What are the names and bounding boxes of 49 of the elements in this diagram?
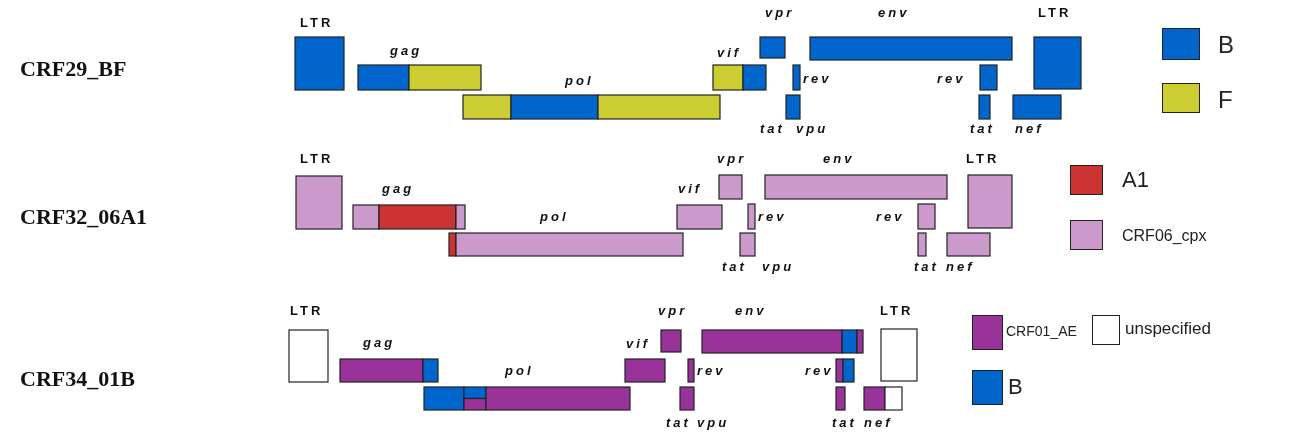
gene-label: tat xyxy=(722,260,747,273)
genome-name: CRF29_BF xyxy=(20,58,127,80)
gene-label: vpr xyxy=(658,304,688,317)
gene-label: vpu xyxy=(796,122,829,135)
gene-label: vpr xyxy=(717,152,747,165)
gene-label: vpu xyxy=(762,260,795,273)
legend-label: CRF06_cpx xyxy=(1122,228,1207,244)
gene-label: env xyxy=(823,152,855,165)
legend-label: CRF01_AE xyxy=(1006,324,1077,338)
genome-name: CRF32_06A1 xyxy=(20,206,148,228)
gene-label: pol xyxy=(505,364,534,377)
gene-label: rev xyxy=(876,210,905,223)
ltr-label: LTR xyxy=(1038,6,1072,19)
gene-label: rev xyxy=(758,210,787,223)
gene-label: gag xyxy=(363,336,396,349)
ltr-label: LTR xyxy=(880,304,914,317)
gene-label: vpr xyxy=(765,6,795,19)
genome-name: CRF34_01B xyxy=(20,368,135,390)
gene-label: tat xyxy=(832,416,857,429)
gene-label: tat xyxy=(666,416,691,429)
legend-label: F xyxy=(1218,88,1233,112)
gene-label: gag xyxy=(382,182,415,195)
legend-label: A1 xyxy=(1122,169,1149,191)
gene-label: vpu xyxy=(697,416,730,429)
gene-label: rev xyxy=(803,72,832,85)
gene-label: rev xyxy=(805,364,834,377)
legend-label: B xyxy=(1218,33,1234,57)
gene-label: pol xyxy=(565,74,594,87)
ltr-label: LTR xyxy=(290,304,324,317)
gene-label: gag xyxy=(390,44,423,57)
gene-label: vif xyxy=(717,46,742,59)
ltr-label: LTR xyxy=(300,16,334,29)
gene-label: rev xyxy=(937,72,966,85)
gene-label: env xyxy=(878,6,910,19)
ltr-label: LTR xyxy=(300,152,334,165)
gene-label: nef xyxy=(946,260,975,273)
gene-label: tat xyxy=(970,122,995,135)
gene-label: tat xyxy=(914,260,939,273)
legend-label: unspecified xyxy=(1125,320,1211,337)
gene-label: nef xyxy=(864,416,893,429)
gene-label: env xyxy=(735,304,767,317)
gene-label: nef xyxy=(1015,122,1044,135)
gene-label: vif xyxy=(626,337,651,350)
gene-label: vif xyxy=(678,182,703,195)
gene-label: rev xyxy=(697,364,726,377)
legend-label: B xyxy=(1008,376,1023,398)
gene-label: pol xyxy=(540,210,569,223)
ltr-label: LTR xyxy=(966,152,1000,165)
gene-label: tat xyxy=(760,122,785,135)
